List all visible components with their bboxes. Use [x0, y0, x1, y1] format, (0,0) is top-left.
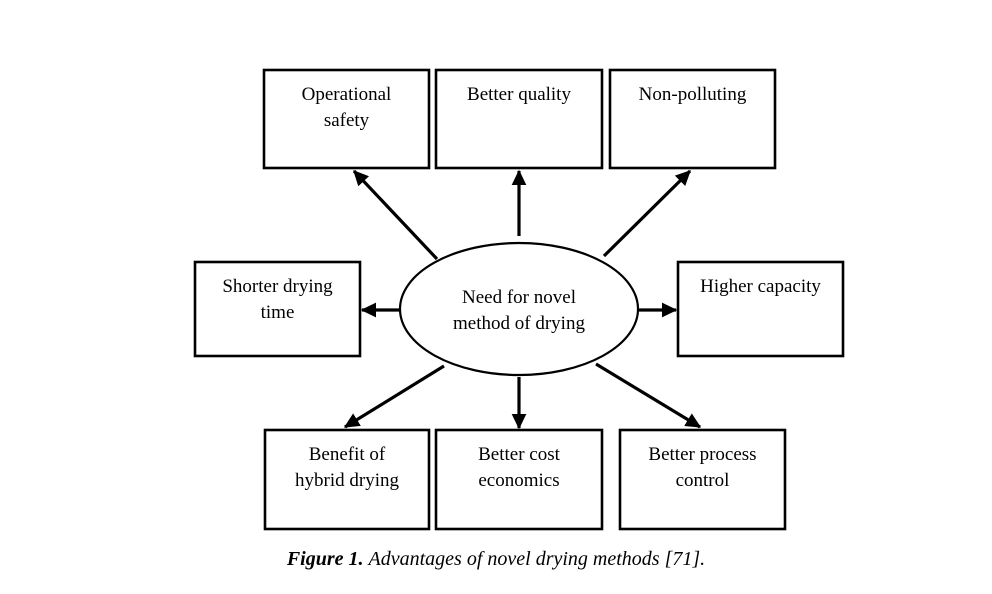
node-benefit-of-hybrid-drying[interactable]: Benefit of hybrid drying — [263, 428, 431, 531]
node-higher-capacity[interactable]: Higher capacity — [676, 260, 845, 358]
hub-label-line1: Need for novel — [462, 287, 576, 308]
figure-caption-label: Figure 1. — [286, 548, 364, 570]
arrow-to-operational-safety — [352, 169, 439, 261]
node-label-line2: economics — [478, 470, 559, 491]
node-better-process-control[interactable]: Better process control — [618, 428, 787, 531]
node-shorter-drying-time[interactable]: Shorter drying time — [193, 260, 362, 358]
node-box — [618, 428, 787, 531]
node-label-line1: Better quality — [467, 84, 571, 105]
node-box — [434, 428, 604, 531]
node-label-line2: control — [676, 470, 730, 491]
figure-caption-text: Advantages of novel drying methods [71]. — [368, 548, 706, 570]
node-label-line1: Higher capacity — [700, 276, 821, 297]
node-box — [434, 68, 604, 170]
node-label-line1: Benefit of — [309, 444, 386, 465]
node-box — [676, 260, 845, 358]
node-operational-safety[interactable]: Operational safety — [262, 68, 431, 170]
node-label-line1: Non-polluting — [639, 84, 747, 105]
arrow-to-benefit-of-hybrid-drying — [343, 364, 445, 429]
node-box — [263, 428, 431, 531]
node-label-line1: Better cost — [478, 444, 561, 465]
node-box — [608, 68, 777, 170]
node-box — [262, 68, 431, 170]
node-label-line2: time — [261, 302, 295, 323]
arrow-layer — [343, 169, 702, 430]
arrow-to-better-process-control — [595, 362, 702, 429]
arrow-to-non-polluting — [602, 169, 692, 258]
figure-caption: Figure 1. Advantages of novel drying met… — [0, 548, 992, 571]
node-label-line2: safety — [324, 110, 370, 131]
node-label-line1: Better process — [648, 444, 756, 465]
hub-ellipse — [398, 241, 640, 377]
hub-node-need-for-novel-method-of-drying[interactable]: Need for novel method of drying — [398, 241, 640, 377]
node-better-quality[interactable]: Better quality — [434, 68, 604, 170]
node-box — [193, 260, 362, 358]
node-better-cost-economics[interactable]: Better cost economics — [434, 428, 604, 531]
node-label-line2: hybrid drying — [295, 470, 399, 491]
node-non-polluting[interactable]: Non-polluting — [608, 68, 777, 170]
node-label-line1: Shorter drying — [222, 276, 333, 297]
hub-label-line2: method of drying — [453, 313, 585, 334]
node-label-line1: Operational — [302, 84, 392, 105]
